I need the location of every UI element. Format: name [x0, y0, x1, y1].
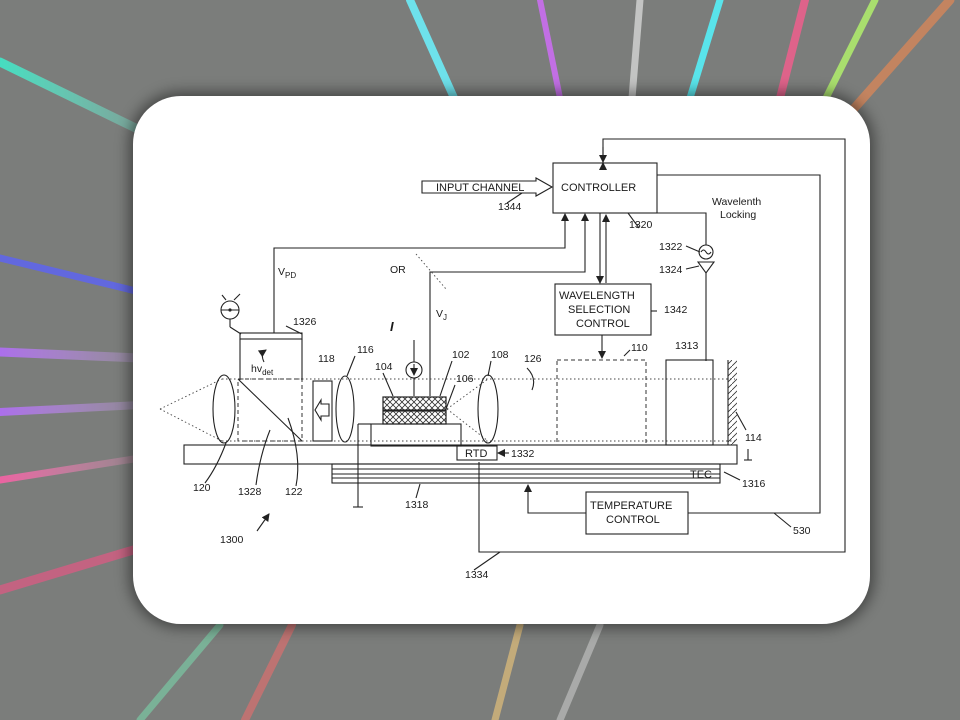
vpd-label: VPD	[278, 266, 296, 280]
ref-530: 530	[793, 525, 811, 537]
ref-1332: 1332	[511, 448, 535, 460]
ref-1324: 1324	[659, 264, 683, 276]
wsc-label-1: WAVELENGTH	[559, 290, 635, 302]
ref-114: 114	[745, 432, 762, 444]
wavelength-locking-line	[657, 212, 707, 245]
ref-1328: 1328	[238, 486, 262, 498]
vpd-line	[273, 213, 569, 333]
tec-label: TEC	[690, 469, 712, 481]
controller-label: CONTROLLER	[561, 182, 636, 194]
ref-1334: 1334	[465, 569, 489, 581]
wavelength-locking-label-2: Locking	[720, 209, 756, 221]
base-plate	[183, 444, 738, 465]
or-label: OR	[390, 264, 406, 276]
wsc-label-3: CONTROL	[576, 318, 630, 330]
tunable-filter-110	[556, 359, 647, 446]
wavelength-selection-control-box: WAVELENGTH SELECTION CONTROL	[554, 283, 652, 336]
diagram-card	[133, 96, 870, 624]
tec-stack: TEC	[331, 463, 721, 484]
lens-116	[335, 375, 355, 443]
ref-102: 102	[452, 349, 470, 361]
ref-1342: 1342	[664, 304, 688, 316]
ref-106: 106	[456, 373, 474, 385]
ref-116: 116	[357, 344, 374, 356]
temp-label-1: TEMPERATURE	[590, 500, 672, 512]
beam-splitter	[237, 378, 303, 442]
temp-label-2: CONTROL	[606, 514, 660, 526]
ref-110: 110	[631, 342, 648, 354]
ref-1320: 1320	[629, 219, 653, 231]
ref-122: 122	[285, 486, 303, 498]
ref-104: 104	[375, 361, 393, 373]
ref-108: 108	[491, 349, 509, 361]
wavelength-locking-label-1: Wavelenth	[712, 196, 761, 208]
isolator-118	[312, 380, 333, 442]
input-channel-label: INPUT CHANNEL	[436, 182, 524, 194]
ref-1344: 1344	[498, 201, 522, 213]
wsc-label-2: SELECTION	[568, 304, 630, 316]
ref-1322: 1322	[659, 241, 683, 253]
detector-meter-icon	[220, 293, 241, 327]
temperature-control-box: TEMPERATURE CONTROL	[585, 491, 689, 535]
vj-line	[429, 213, 589, 396]
lens-120	[212, 374, 236, 444]
photodetector: hvdet	[239, 332, 303, 380]
ref-1316: 1316	[742, 478, 766, 490]
laser-chip	[370, 396, 462, 447]
locking-amplifier	[696, 261, 716, 274]
current-source: I	[390, 319, 423, 396]
rtd-label: RTD	[465, 448, 487, 460]
vj-label: VJ	[436, 308, 447, 322]
ref-1313: 1313	[675, 340, 699, 352]
etalon-1313	[665, 359, 714, 446]
ref-120: 120	[193, 482, 211, 494]
temp-to-tec-line	[524, 484, 586, 514]
hv-label: hvdet	[251, 363, 274, 377]
lens-108	[477, 374, 499, 444]
controller-box: CONTROLLER	[552, 162, 658, 214]
ref-1300: 1300	[220, 534, 244, 546]
ref-1318: 1318	[405, 499, 429, 511]
input-channel: INPUT CHANNEL	[421, 177, 554, 197]
controller-temp-line	[657, 174, 821, 514]
ref-126: 126	[524, 353, 542, 365]
current-label: I	[390, 319, 394, 334]
outer-loop-line	[478, 138, 846, 553]
ref-118: 118	[318, 353, 335, 365]
ref-1326: 1326	[293, 316, 317, 328]
